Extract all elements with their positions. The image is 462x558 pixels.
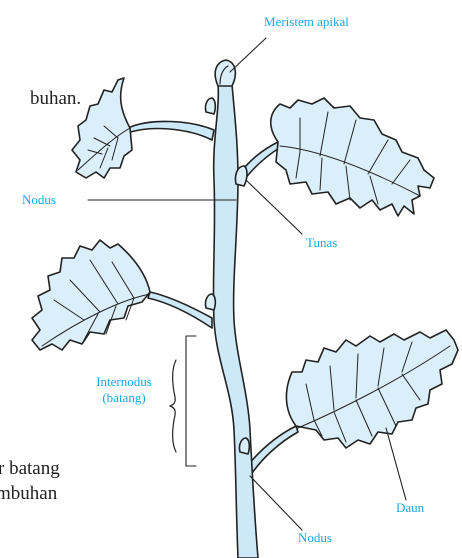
lower-right-leaf <box>286 330 458 448</box>
label-daun: Daun <box>396 500 424 516</box>
label-nodus-top: Nodus <box>22 192 56 208</box>
leader-meristem <box>230 38 266 72</box>
label-internodus: Internodus (batang) <box>80 374 168 406</box>
bud-lower <box>239 438 249 454</box>
leader-daun <box>386 428 406 500</box>
label-internodus-line-2: (batang) <box>80 390 168 406</box>
bud-upper-left <box>205 98 215 114</box>
middle-left-petiole <box>148 292 212 328</box>
label-nodus-bottom: Nodus <box>298 530 332 546</box>
upper-right-leaf <box>271 98 434 216</box>
label-internodus-line-1: Internodus <box>80 374 168 390</box>
upper-left-petiole <box>128 121 214 140</box>
main-stem <box>213 84 258 558</box>
leader-tunas <box>246 180 302 234</box>
apical-meristem-bud <box>215 60 235 86</box>
internodus-brace <box>170 360 176 452</box>
label-meristem-apikal: Meristem apikal <box>264 14 349 30</box>
internodus-bracket <box>186 336 196 466</box>
bud-middle <box>205 294 215 310</box>
leader-nodus-bottom <box>250 476 302 530</box>
label-tunas: Tunas <box>306 235 337 251</box>
